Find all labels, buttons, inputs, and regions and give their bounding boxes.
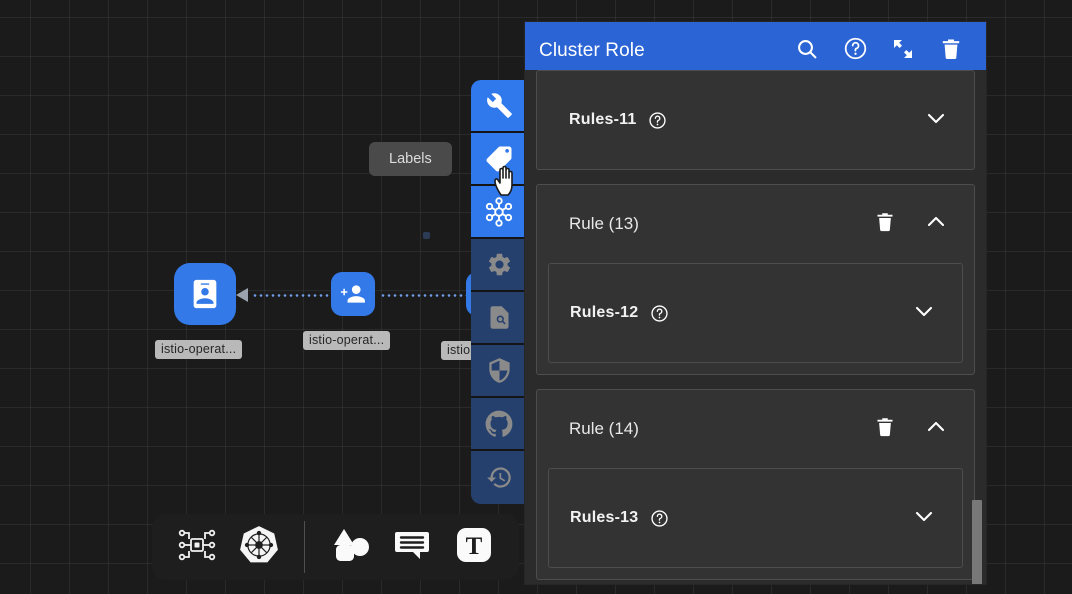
rule-card[interactable]: Rule (14) <box>536 389 975 580</box>
chevron-down-icon[interactable] <box>912 299 936 328</box>
bottom-toolbar[interactable]: T <box>152 514 519 580</box>
rules-label: Rules-12 <box>570 304 639 321</box>
bottom-toolbar-item-kubernetes[interactable] <box>232 520 286 574</box>
bottom-toolbar-item-text[interactable]: T <box>447 520 501 574</box>
bottom-toolbar-item-topology[interactable] <box>170 520 224 574</box>
help-circle-icon[interactable] <box>650 509 669 528</box>
file-search-icon <box>486 304 513 331</box>
account-box-icon <box>188 277 222 311</box>
toolbar-item-github[interactable] <box>471 398 527 451</box>
panel-scrollbar-thumb[interactable] <box>972 500 982 584</box>
bottom-toolbar-item-shapes[interactable] <box>323 520 377 574</box>
panel-search-button[interactable] <box>794 38 820 64</box>
search-icon <box>795 37 819 66</box>
rule-row[interactable]: Rule (14) <box>537 390 974 468</box>
delete-icon[interactable] <box>874 416 896 443</box>
rules-card[interactable]: Rules-12 <box>548 263 963 363</box>
node-label-hidden: istio <box>441 341 477 360</box>
left-vertical-toolbar[interactable] <box>471 80 527 504</box>
tag-icon <box>484 144 514 174</box>
bottom-toolbar-item-comment[interactable] <box>385 520 439 574</box>
delete-icon <box>939 37 963 66</box>
node-label-group-add: istio-operat... <box>303 331 391 350</box>
rules-row[interactable]: Rules-12 <box>549 264 962 362</box>
shapes-icon <box>328 523 372 572</box>
help-circle-icon[interactable] <box>648 111 667 130</box>
node-group-add[interactable] <box>331 272 375 316</box>
svg-text:T: T <box>466 533 483 560</box>
github-icon <box>485 410 513 438</box>
cluster-icon <box>484 196 514 227</box>
comment-icon <box>392 525 432 570</box>
rule-card[interactable]: Rule (13) <box>536 184 975 375</box>
rule-row[interactable]: Rule (13) <box>537 185 974 263</box>
toolbar-item-gear[interactable] <box>471 239 527 292</box>
graph-micro-node[interactable] <box>423 232 430 239</box>
help-circle-icon <box>843 36 868 66</box>
rules-card[interactable]: Rules-13 <box>548 468 963 568</box>
chevron-up-icon[interactable] <box>924 415 948 444</box>
panel-fullscreen-button[interactable] <box>890 38 916 64</box>
toolbar-item-history[interactable] <box>471 451 527 504</box>
history-icon <box>486 464 513 491</box>
toolbar-item-tag[interactable] <box>471 133 527 186</box>
cluster-role-panel[interactable]: Cluster Role <box>525 22 986 584</box>
node-account-box[interactable] <box>174 263 236 325</box>
delete-icon[interactable] <box>874 211 896 238</box>
toolbar-item-cluster[interactable] <box>471 186 527 239</box>
bottom-toolbar-separator <box>304 521 305 573</box>
text-icon: T <box>454 525 494 570</box>
panel-body[interactable]: Rules-11 <box>525 70 986 584</box>
toolbar-item-shield[interactable] <box>471 345 527 398</box>
graph-edge-1 <box>252 294 348 297</box>
graph-edge-arrow-1 <box>236 288 248 302</box>
rules-card[interactable]: Rules-11 <box>536 70 975 170</box>
chevron-down-icon[interactable] <box>924 106 948 135</box>
labels-tooltip: Labels <box>369 142 452 176</box>
help-circle-icon[interactable] <box>650 304 669 323</box>
rules-label: Rules-13 <box>570 509 639 526</box>
gear-icon <box>486 251 513 278</box>
shield-icon <box>486 357 513 384</box>
chevron-up-icon[interactable] <box>924 210 948 239</box>
group-add-icon <box>340 281 366 307</box>
wrench-icon <box>486 92 513 119</box>
topology-icon <box>177 525 217 570</box>
toolbar-item-file-search[interactable] <box>471 292 527 345</box>
rules-row[interactable]: Rules-11 <box>537 71 974 169</box>
rule-label: Rule (13) <box>569 214 639 233</box>
rule-label: Rule (14) <box>569 419 639 438</box>
panel-help-button[interactable] <box>842 36 868 66</box>
node-label-account-box: istio-operat... <box>155 340 243 359</box>
rules-row[interactable]: Rules-13 <box>549 469 962 567</box>
chevron-down-icon[interactable] <box>912 504 936 533</box>
toolbar-item-wrench[interactable] <box>471 80 527 133</box>
panel-title: Cluster Role <box>539 40 645 61</box>
fullscreen-icon <box>891 37 915 66</box>
kubernetes-icon <box>238 524 280 571</box>
rules-label: Rules-11 <box>569 111 637 128</box>
graph-edge-2 <box>380 294 475 297</box>
panel-delete-button[interactable] <box>938 38 964 64</box>
panel-scrollbar-track[interactable] <box>972 70 984 584</box>
